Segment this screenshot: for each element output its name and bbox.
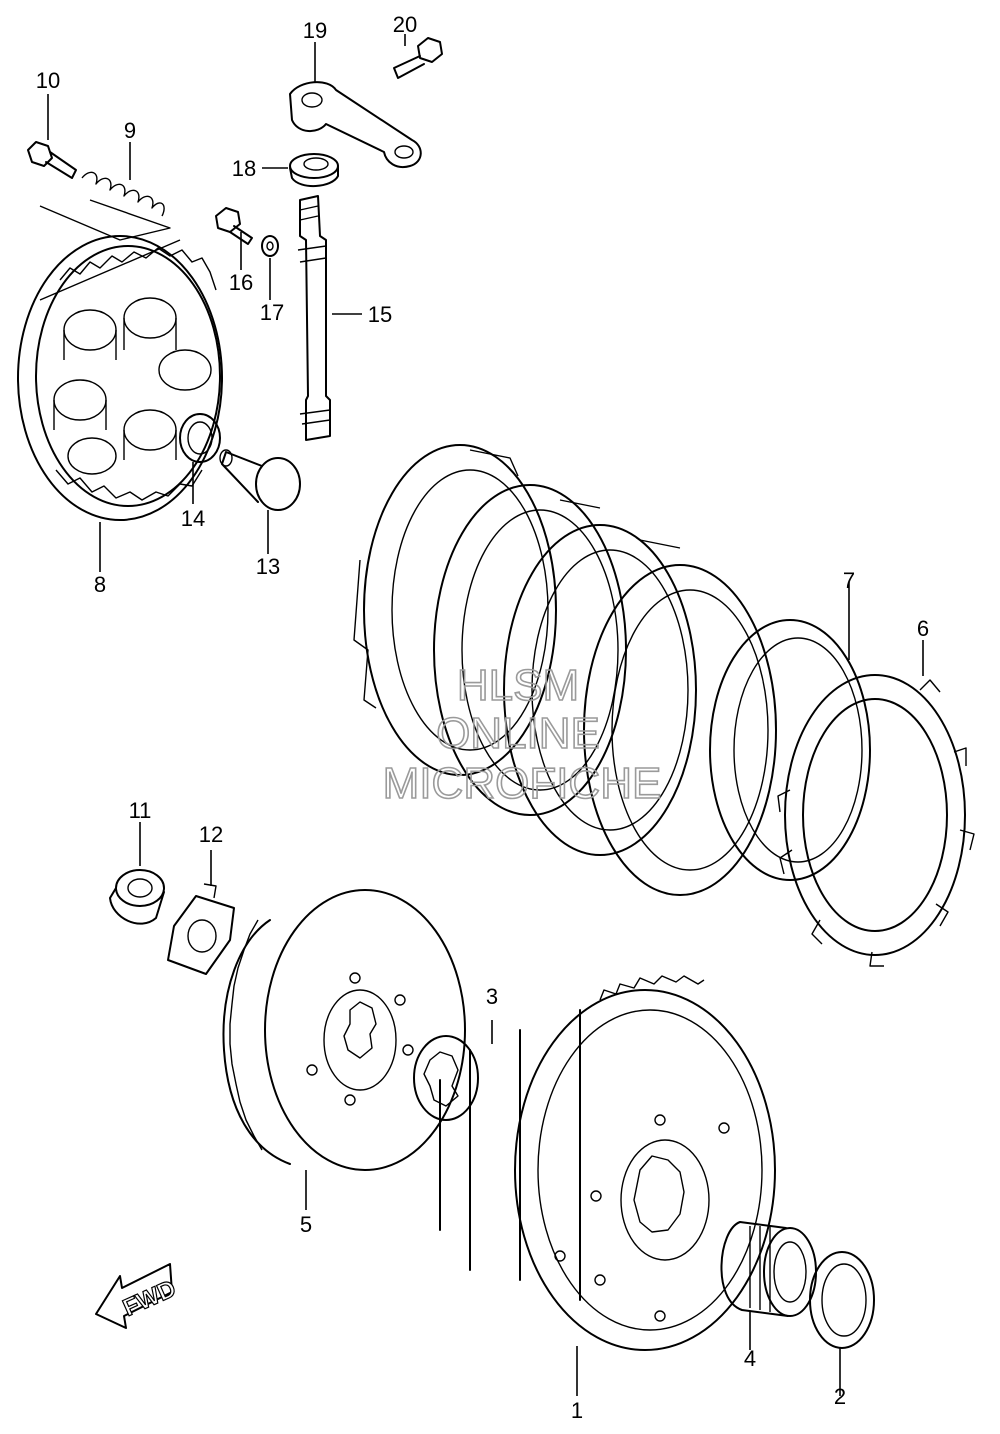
callout-2: 2 (834, 1384, 846, 1409)
callout-12: 12 (199, 822, 223, 847)
callout-6: 6 (917, 616, 929, 641)
callout-18: 18 (232, 156, 256, 181)
callout-10: 10 (36, 68, 60, 93)
leader-lines (47, 34, 924, 1396)
callout-15: 15 (368, 302, 392, 327)
callout-13: 13 (256, 554, 280, 579)
callout-7: 7 (843, 568, 855, 593)
callout-11: 11 (129, 798, 152, 823)
washer-small (261, 235, 279, 257)
callout-4: 4 (744, 1346, 756, 1371)
housing-needle-bearing (720, 1221, 817, 1317)
spring-bolt (27, 141, 77, 179)
callout-17: 17 (260, 300, 284, 325)
watermark-line1: HLSM (457, 661, 579, 710)
callout-19: 19 (303, 18, 327, 43)
clutch-plate-stack (353, 444, 871, 896)
callout-5: 5 (300, 1212, 312, 1237)
clutch-spring (39, 171, 171, 241)
callout-9: 9 (124, 118, 136, 143)
callout-labels: 1 2 3 4 5 6 7 8 9 10 11 12 13 14 15 16 1… (36, 12, 929, 1423)
fwd-arrow: FWD (95, 1263, 181, 1329)
primary-driven-gear (222, 889, 466, 1171)
lock-washer (167, 883, 235, 975)
watermark: HLSM ONLINE MICROFICHE (382, 660, 662, 809)
callout-8: 8 (94, 572, 106, 597)
oil-seal (289, 153, 339, 187)
thrust-washer-3 (413, 1035, 479, 1121)
callout-3: 3 (486, 984, 498, 1009)
lever-bolt (393, 37, 443, 79)
needle-bearing (179, 413, 221, 463)
thrust-washer-2 (809, 1251, 875, 1349)
release-lever (289, 81, 422, 168)
callout-16: 16 (229, 270, 253, 295)
friction-plate-ring (777, 674, 975, 967)
clutch-housing (439, 975, 776, 1351)
watermark-line2: ONLINE (436, 709, 600, 758)
callout-20: 20 (393, 12, 417, 37)
callout-14: 14 (181, 506, 205, 531)
adjust-screw (215, 207, 253, 245)
pressure-plate (17, 235, 223, 521)
release-shaft (297, 195, 331, 441)
callout-1: 1 (571, 1398, 583, 1423)
watermark-line3: MICROFICHE (383, 759, 662, 808)
push-piece (219, 449, 301, 511)
clutch-nut (109, 869, 165, 925)
